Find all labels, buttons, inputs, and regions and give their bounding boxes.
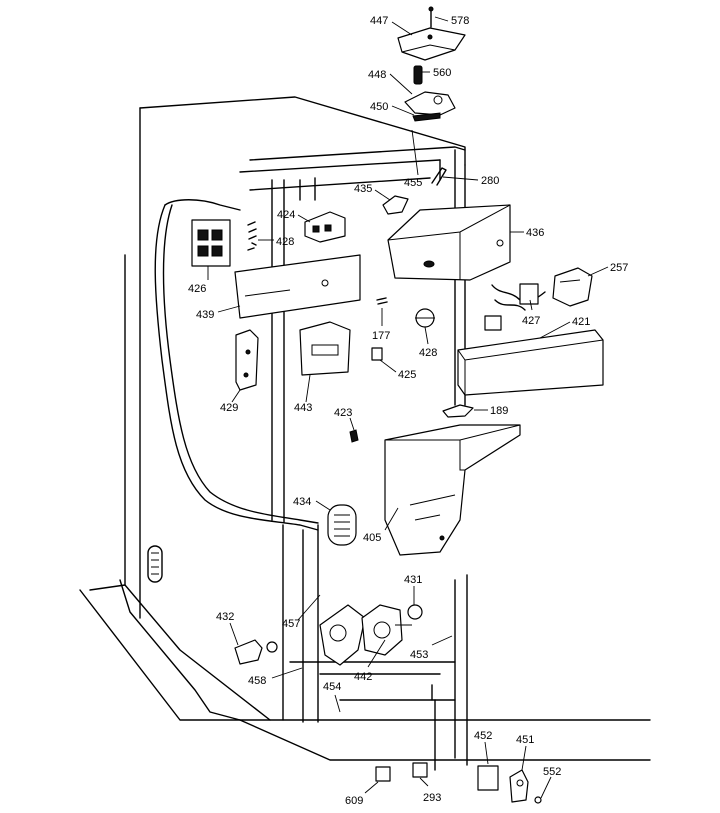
part-435-clip (382, 195, 409, 215)
part-405-duct (384, 424, 521, 556)
label-177: 177 (372, 330, 390, 342)
label-609: 609 (345, 795, 363, 807)
label-455: 455 (404, 177, 422, 189)
label-405: 405 (363, 532, 381, 544)
label-428-upper: 428 (276, 236, 294, 248)
part-426-switch (191, 219, 231, 267)
label-280: 280 (481, 175, 499, 187)
label-452: 452 (474, 730, 492, 742)
label-293: 293 (423, 792, 441, 804)
part-431-bulb (407, 604, 423, 620)
part-257-timer (552, 267, 593, 307)
label-560: 560 (433, 67, 451, 79)
label-436: 436 (526, 227, 544, 239)
label-425: 425 (398, 369, 416, 381)
part-450-clip (412, 112, 441, 122)
part-436-damper-housing (387, 204, 511, 281)
label-423: 423 (334, 407, 352, 419)
part-428a-wire (247, 221, 257, 251)
label-458: 458 (248, 675, 266, 687)
label-457: 457 (282, 618, 300, 630)
part-423-clip (349, 429, 359, 443)
part-labels: 447 578 448 560 450 455 280 435 436 424 … (188, 15, 628, 807)
label-435: 435 (354, 183, 372, 195)
label-426: 426 (188, 283, 206, 295)
cabinet-outline (79, 96, 651, 771)
part-578-screw (428, 6, 434, 28)
label-443: 443 (294, 402, 312, 414)
label-421: 421 (572, 316, 590, 328)
part-609-plug (375, 766, 391, 782)
part-429-bracket (235, 329, 259, 391)
label-450: 450 (370, 101, 388, 113)
part-560-screw (413, 65, 423, 85)
part-428b-thermostat (415, 308, 435, 328)
part-434-light-lens (327, 504, 357, 546)
label-439: 439 (196, 309, 214, 321)
part-280-wire (431, 167, 447, 186)
label-447: 447 (370, 15, 388, 27)
part-177-screw (376, 297, 388, 305)
label-428-lower: 428 (419, 347, 437, 359)
label-424: 424 (277, 209, 295, 221)
part-432-socket (234, 639, 278, 665)
part-451-hinge (509, 769, 529, 803)
part-447-cap (397, 27, 466, 61)
part-189-pad (442, 404, 474, 418)
label-257: 257 (610, 262, 628, 274)
label-429: 429 (220, 402, 238, 414)
part-443-plate (299, 321, 351, 376)
part-293-clip (412, 762, 428, 778)
label-552: 552 (543, 766, 561, 778)
label-432: 432 (216, 611, 234, 623)
label-189: 189 (490, 405, 508, 417)
label-453: 453 (410, 649, 428, 661)
part-552-screw (534, 796, 542, 804)
part-425-clip (371, 347, 383, 361)
part-442-fan (319, 604, 412, 666)
part-424-switch (304, 211, 346, 243)
part-452-bracket (477, 765, 499, 791)
part-421-cover (457, 329, 604, 396)
label-451: 451 (516, 734, 534, 746)
label-448: 448 (368, 69, 386, 81)
part-439-panel (234, 254, 361, 319)
part-448-bracket (404, 91, 456, 116)
label-454: 454 (323, 681, 341, 693)
label-434: 434 (293, 496, 311, 508)
part-427-harness (484, 283, 546, 331)
label-578: 578 (451, 15, 469, 27)
label-442: 442 (354, 671, 372, 683)
leader-lines (207, 16, 609, 799)
label-431: 431 (404, 574, 422, 586)
label-427: 427 (522, 315, 540, 327)
